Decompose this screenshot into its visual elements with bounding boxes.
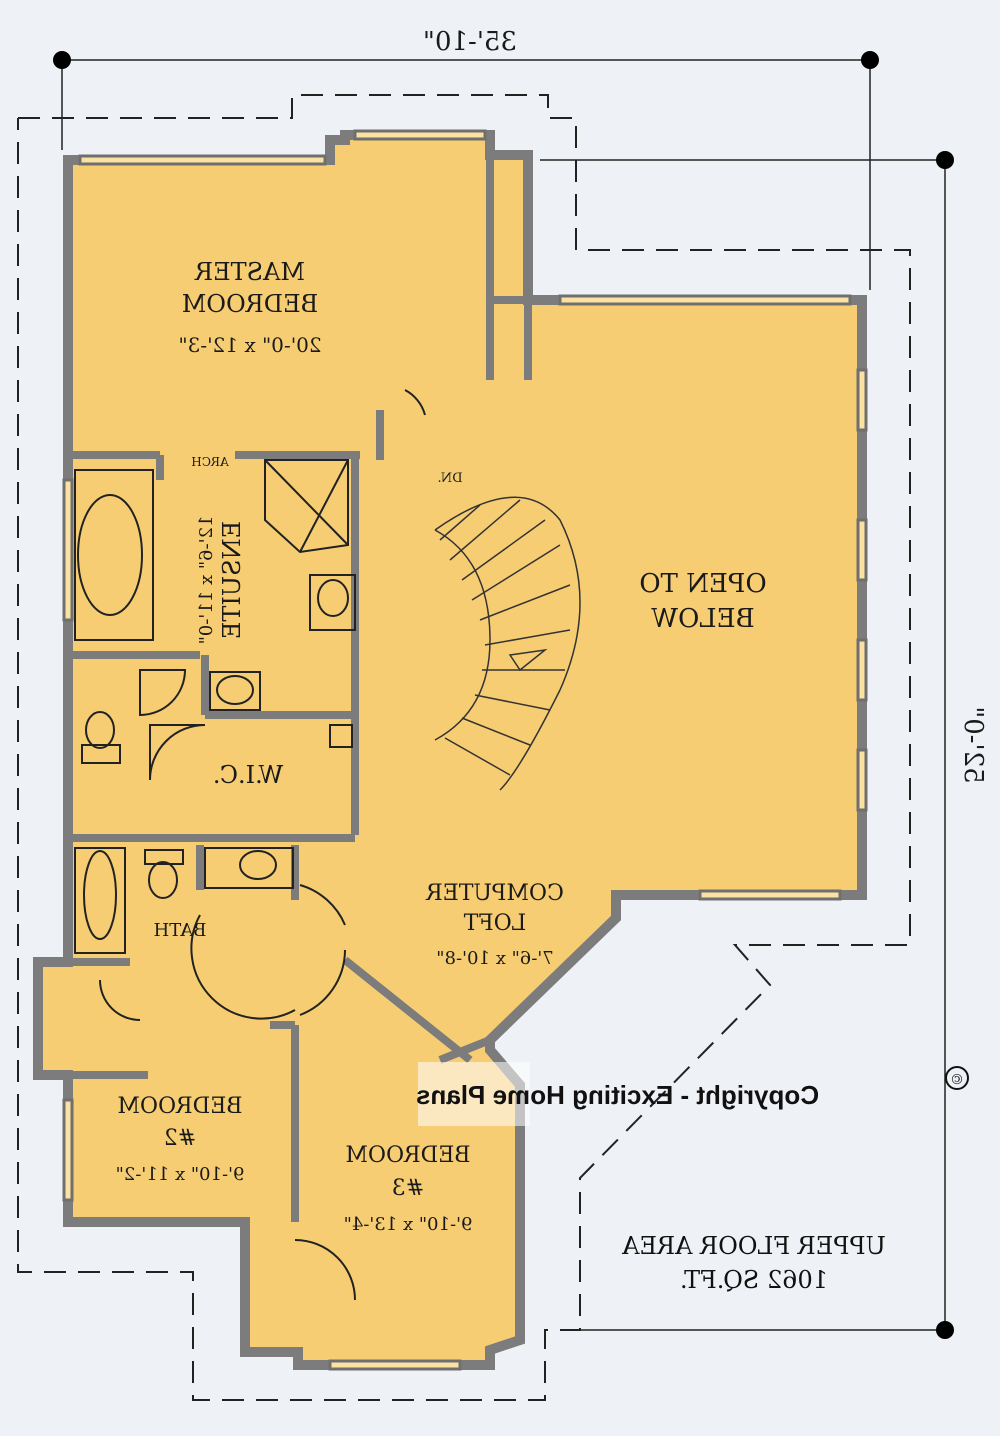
copyright-circle	[945, 1066, 969, 1090]
width-dimension: 35'-10"	[423, 27, 517, 57]
bed3-size: 9'-10" x 13'-4"	[344, 1214, 473, 1235]
open-line2: BELOW	[651, 604, 755, 634]
master-line1: MASTER	[194, 258, 305, 286]
windows	[62, 129, 868, 1371]
staircase	[434, 496, 581, 791]
copyright-text: Copyright - Exciting Home Plans	[416, 1080, 820, 1110]
stair-dn: DN.	[437, 471, 462, 486]
bed2-line2: #2	[164, 1126, 196, 1151]
ensuite-size: 12'-6" x 11'-0"	[196, 516, 217, 645]
bath-label: BATH	[154, 920, 207, 941]
depth-dimension: 52'-0"	[958, 706, 988, 784]
copyright-symbol: ©	[950, 1072, 964, 1088]
loft-line2: LOFT	[463, 911, 526, 936]
bed2-line1: BEDROOM	[117, 1094, 242, 1119]
loft-line1: COMPUTER	[425, 881, 564, 906]
copyright-background	[418, 1062, 530, 1126]
arch-label: ARCH	[191, 455, 229, 469]
loft-size: 7'-6" x 10'-8"	[436, 948, 553, 969]
labels: MASTER BEDROOM 20'-0" x 12'-3" ARCH ENSU…	[116, 27, 988, 1235]
interior-walls	[68, 150, 532, 1222]
master-size: 20'-0" x 12'-3"	[178, 333, 321, 357]
area-line1: UPPER FLOOR AREA	[622, 1232, 886, 1260]
dimension-lines	[61, 59, 946, 1331]
bed3-line2: #3	[392, 1176, 424, 1201]
bed3-line1: BEDROOM	[345, 1143, 470, 1168]
fixtures	[74, 459, 356, 954]
open-line1: OPEN TO	[639, 569, 766, 599]
master-line2: BEDROOM	[182, 290, 318, 318]
wic-label: W.I.C.	[213, 761, 283, 789]
doors	[99, 389, 426, 1301]
ensuite-name: ENSUITE	[218, 521, 246, 639]
dimension-dots	[53, 51, 954, 1339]
area-line2: 1062 SQ.FT.	[679, 1266, 829, 1294]
lower-floor-outline	[17, 94, 911, 1401]
bed2-size: 9'-10" x 11'-2"	[116, 1164, 245, 1185]
